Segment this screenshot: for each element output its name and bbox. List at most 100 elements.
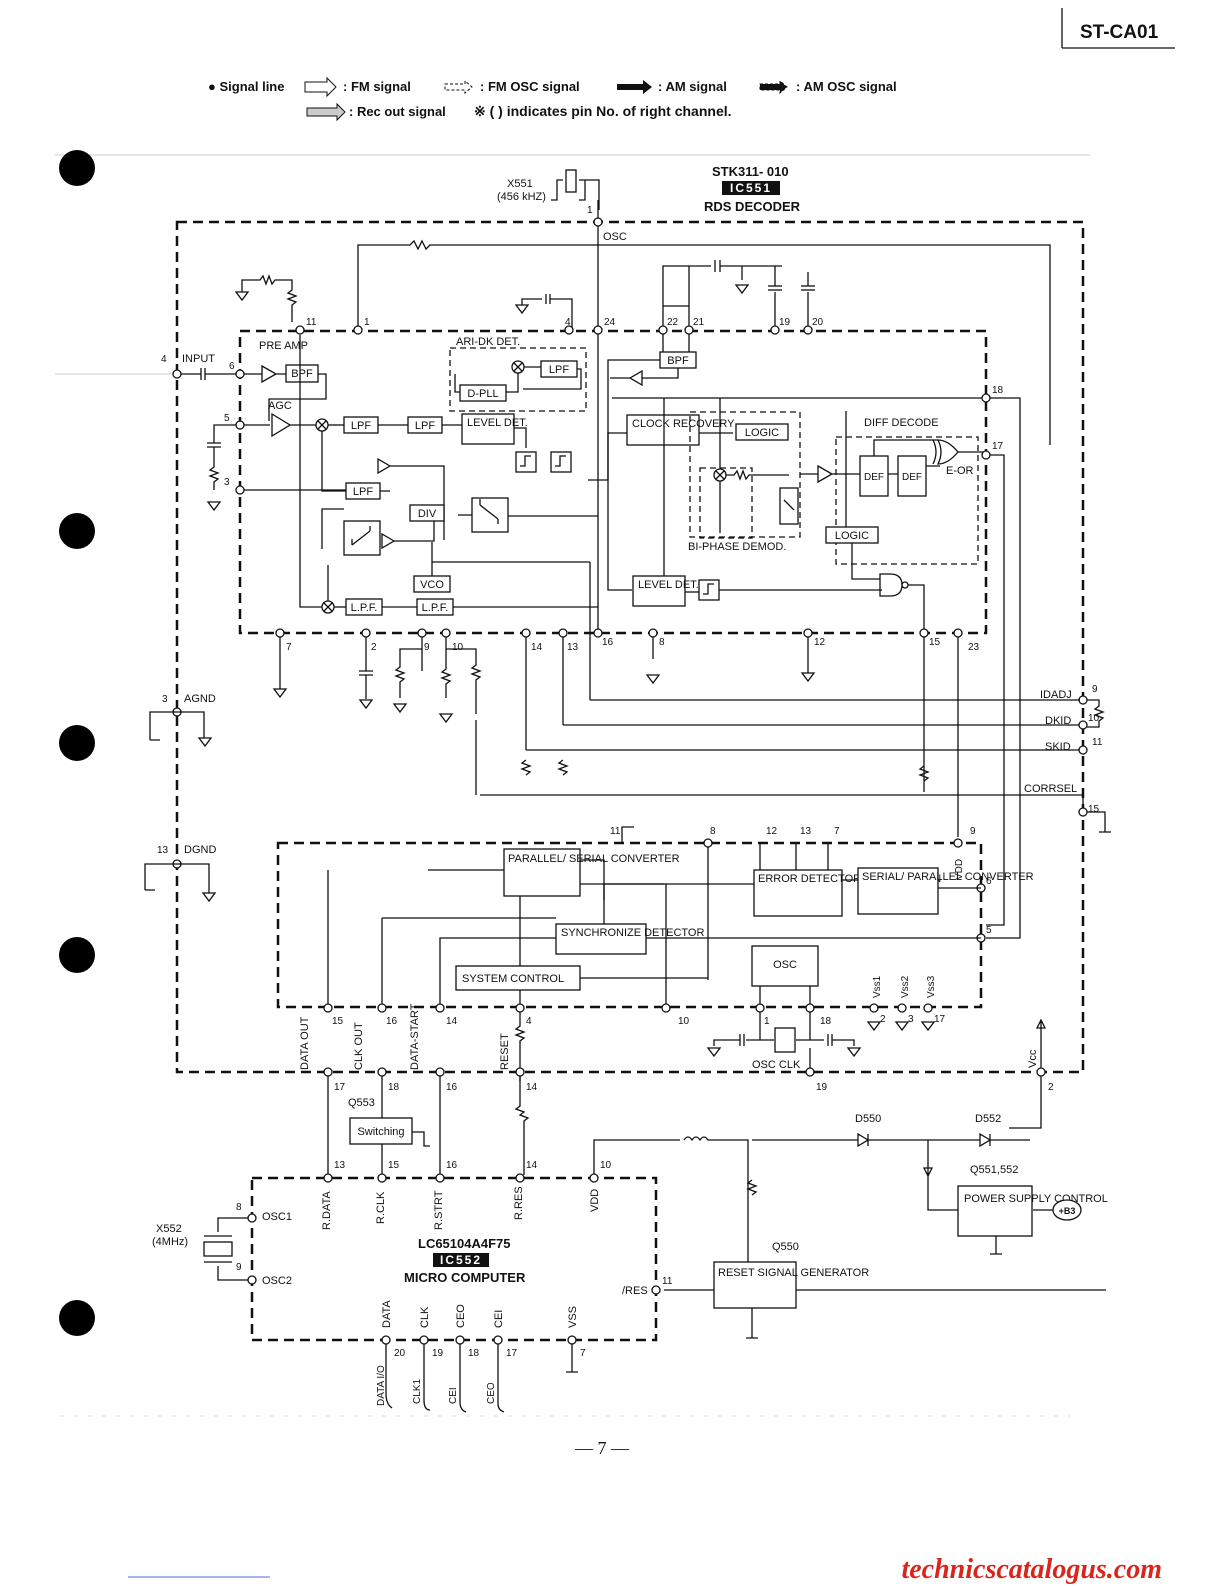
svg-text:/RES: /RES [622,1285,648,1297]
svg-text:4: 4 [565,317,571,328]
svg-text:VCO: VCO [420,579,444,591]
svg-text:Vss3: Vss3 [926,975,937,998]
svg-text:6: 6 [229,361,235,372]
svg-text:7: 7 [286,642,292,653]
fm-osc-arrow-icon [444,79,473,95]
svg-text:Vcc: Vcc [1027,1049,1039,1068]
svg-text:LPF: LPF [351,420,371,432]
svg-text:7: 7 [834,826,840,837]
svg-text:DIV: DIV [418,508,437,520]
svg-text:9: 9 [1092,684,1098,695]
svg-text:L.P.F.: L.P.F. [422,602,449,614]
svg-text:9: 9 [236,1262,242,1273]
svg-text:LOGIC: LOGIC [745,427,779,439]
svg-text:3: 3 [224,477,230,488]
svg-text:LOGIC: LOGIC [835,530,869,542]
legend-fm-signal: : FM signal [343,79,411,94]
svg-text:18: 18 [992,385,1004,396]
par-ser-block: PARALLEL/ SERIAL CONVERTER [508,853,680,865]
svg-text:DATA: DATA [381,1300,393,1328]
svg-text:OSC1: OSC1 [262,1211,292,1223]
svg-text:15: 15 [1088,804,1100,815]
svg-text:8: 8 [710,826,716,837]
svg-text:1: 1 [364,317,370,328]
svg-text:14: 14 [531,642,543,653]
ic552-outline [250,1176,658,1342]
svg-text:3: 3 [908,1014,914,1025]
svg-text:1: 1 [764,1016,770,1027]
biphase-label: BI-PHASE DEMOD. [688,541,786,553]
svg-text:24: 24 [604,317,616,328]
svg-text:14: 14 [446,1016,458,1027]
am-signal-arrow-icon [617,80,652,94]
svg-text:L.P.F.: L.P.F. [351,602,378,614]
svg-text:R.DATA: R.DATA [321,1191,333,1230]
svg-text:3: 3 [162,694,168,705]
svg-text:21: 21 [693,317,705,328]
diff-decode-label: DIFF DECODE [864,417,939,429]
legend-am-signal: : AM signal [658,79,727,94]
svg-text:6: 6 [986,876,992,887]
svg-text:DEF: DEF [902,472,922,483]
input-pin-label: INPUT [182,353,215,365]
svg-text:14: 14 [526,1082,538,1093]
svg-text:DATA I/O: DATA I/O [376,1365,387,1406]
legend-rec-out: : Rec out signal [349,104,446,119]
svg-text:LPF: LPF [353,486,373,498]
svg-text:RESET: RESET [499,1033,511,1070]
osc-clk-label: OSC CLK [752,1059,801,1071]
binder-hole [59,1300,95,1336]
legend: ● Signal line : FM signal : FM OSC signa… [208,76,897,122]
svg-text:R.STRT: R.STRT [433,1190,445,1230]
svg-text:E-OR: E-OR [946,465,974,477]
svg-text:VDD: VDD [954,859,965,880]
digital-section [276,841,983,1009]
svg-text:20: 20 [812,317,824,328]
svg-text:19: 19 [432,1348,444,1359]
svg-text:19: 19 [779,317,791,328]
svg-text:17: 17 [992,441,1004,452]
ser-par-block: SERIAL/ PARALLEL CONVERTER [862,871,1034,883]
svg-text:2: 2 [371,642,377,653]
ic551-name: RDS DECODER [704,199,801,214]
b3-label: +B3 [1059,1206,1076,1216]
x551-ref: X551 [507,178,533,190]
svg-text:LPF: LPF [549,364,569,376]
svg-text:DATA OUT: DATA OUT [299,1016,311,1070]
binder-hole [59,937,95,973]
legend-fm-osc: : FM OSC signal [480,79,580,94]
svg-text:CLK: CLK [419,1306,431,1328]
svg-text:D-PLL: D-PLL [467,388,498,400]
am-osc-arrow-icon [759,79,788,95]
svg-text:R.CLK: R.CLK [375,1191,387,1224]
d550-ref: D550 [855,1113,881,1125]
dkid-label: DKID [1045,715,1071,727]
svg-text:11: 11 [306,317,317,328]
legend-signal-line: ● Signal line [208,79,284,94]
svg-text:DEF: DEF [864,472,884,483]
corrsel-label: CORRSEL [1024,783,1077,795]
svg-text:5: 5 [986,925,992,936]
svg-text:Vss2: Vss2 [900,975,911,998]
svg-text:CEI: CEI [493,1310,505,1328]
svg-text:2: 2 [1048,1082,1054,1093]
svg-text:15: 15 [929,637,941,648]
osc-pin-label: OSC [603,231,627,243]
svg-text:11: 11 [662,1276,673,1287]
svg-text:10: 10 [600,1160,612,1171]
svg-text:13: 13 [157,845,169,856]
svg-text:CLK1: CLK1 [412,1379,423,1404]
svg-text:CEO: CEO [455,1304,467,1328]
svg-text:2: 2 [880,1014,886,1025]
svg-text:OSC2: OSC2 [262,1275,292,1287]
analog-section [238,329,988,635]
skid-label: SKID [1045,741,1071,753]
svg-text:10: 10 [452,642,464,653]
svg-text:Vss1: Vss1 [872,975,883,998]
svg-text:13: 13 [334,1160,346,1171]
binder-hole [59,513,95,549]
svg-text:BPF: BPF [291,368,313,380]
svg-text:11: 11 [610,826,621,837]
watermark-link[interactable]: technicscatalogus.com [901,1554,1162,1585]
svg-text:BPF: BPF [667,355,689,367]
